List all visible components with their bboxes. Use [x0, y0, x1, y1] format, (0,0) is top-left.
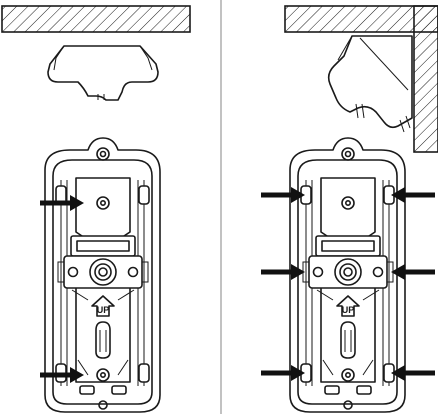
up-label: UP — [342, 305, 355, 315]
up-label: UP — [97, 305, 110, 315]
ceiling-device — [47, 45, 159, 101]
wall-surface — [413, 5, 438, 153]
panel-corner-mount: UP — [261, 5, 438, 413]
mounting-plate — [289, 137, 406, 413]
panel-ceiling-mount: UP — [1, 5, 191, 413]
ceiling-surface — [284, 5, 438, 33]
ceiling-surface — [1, 5, 191, 33]
mounting-plate — [44, 137, 161, 413]
corner-device — [327, 35, 413, 133]
